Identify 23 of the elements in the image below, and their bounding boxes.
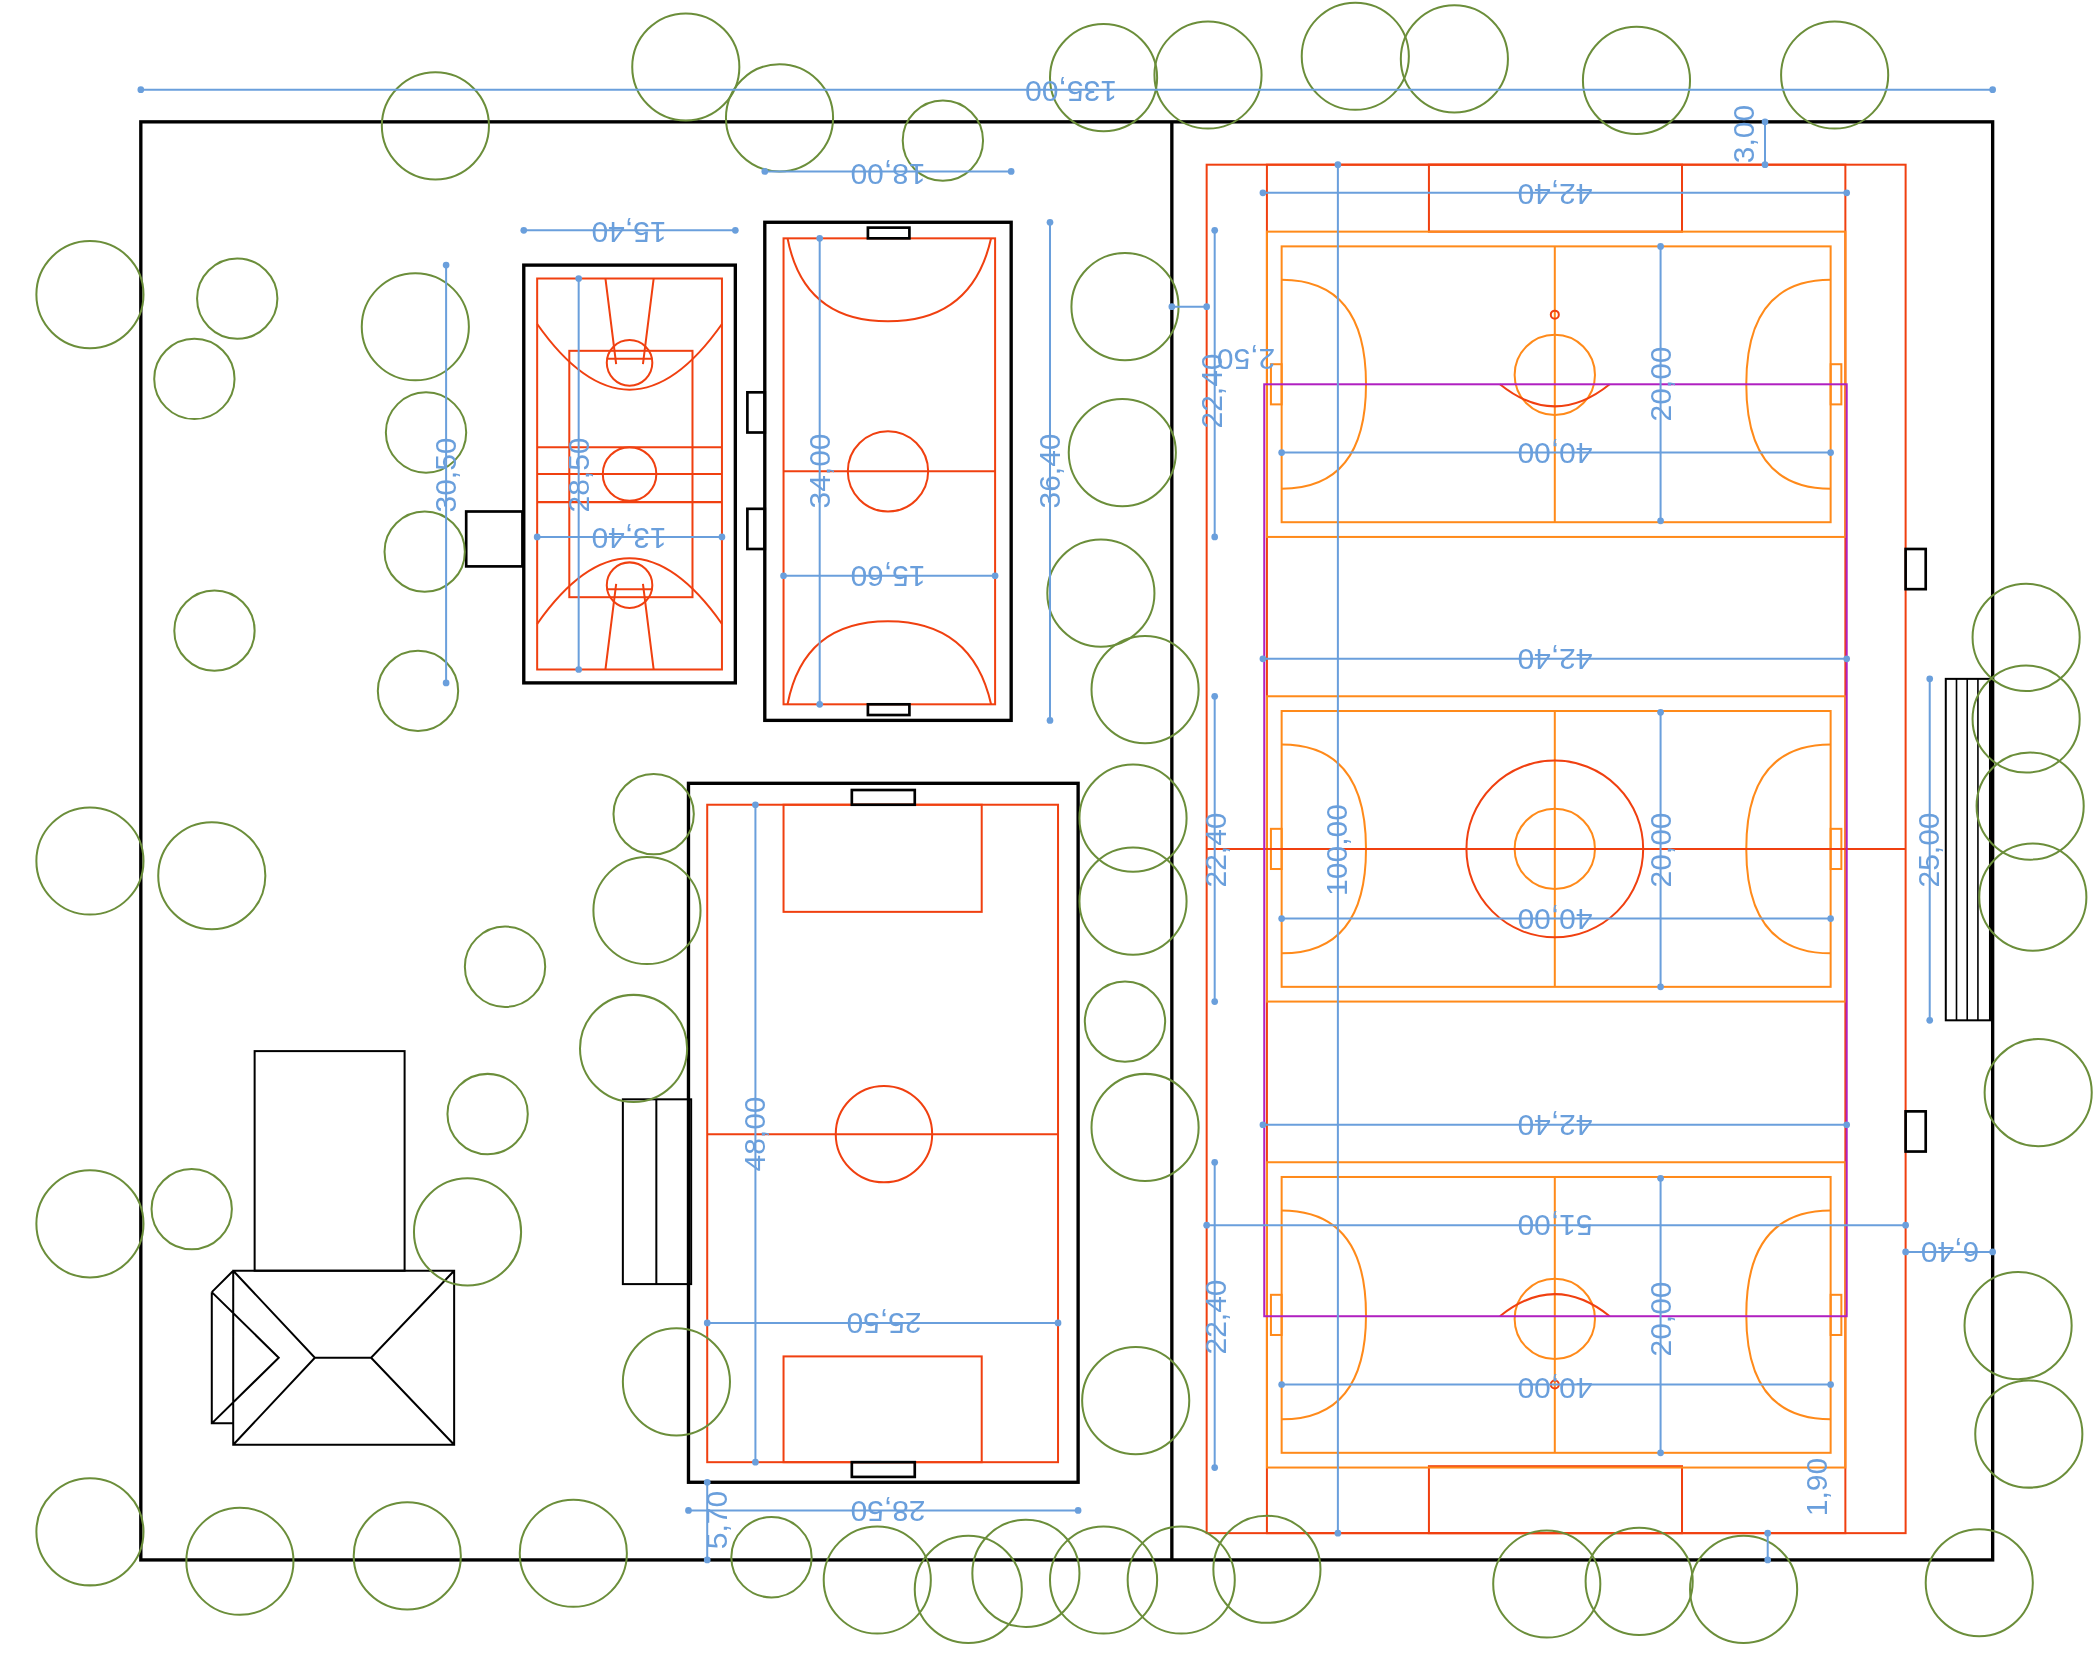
dimension-label: 20,00 bbox=[1645, 812, 1676, 888]
dimension-label: 15,60 bbox=[850, 560, 926, 591]
dimension-label: 42,40 bbox=[1517, 643, 1593, 674]
dimension-label: 100,00 bbox=[1321, 804, 1352, 897]
dimension-label: 40,00 bbox=[1517, 437, 1593, 468]
dimension-label: 22,40 bbox=[1201, 812, 1232, 888]
dimension-label: 20,00 bbox=[1645, 346, 1676, 422]
dimension-label: 42,40 bbox=[1517, 1110, 1593, 1140]
dimension-label: 30,50 bbox=[430, 437, 461, 513]
dimension-label: 34,00 bbox=[804, 433, 835, 509]
dimension-label: 25,00 bbox=[1913, 812, 1944, 888]
dimension-label: 3,00 bbox=[1728, 104, 1759, 164]
dimension-label: 18,00 bbox=[850, 159, 926, 190]
dimension-label: 42,40 bbox=[1517, 179, 1593, 210]
dimension-label: 51,00 bbox=[1517, 1210, 1593, 1241]
dimension-label: 135,00 bbox=[1025, 76, 1118, 107]
dimension-label: 40,00 bbox=[1517, 903, 1593, 934]
dimension-label: 15,40 bbox=[591, 216, 667, 247]
dimension-label: 1,90 bbox=[1802, 1457, 1833, 1516]
dimension-label: 48,00 bbox=[740, 1096, 771, 1172]
dimension-label: 20,00 bbox=[1645, 1281, 1676, 1357]
dimension-label: 28,50 bbox=[850, 1495, 926, 1526]
dimension-label: 22,40 bbox=[1201, 1279, 1232, 1355]
